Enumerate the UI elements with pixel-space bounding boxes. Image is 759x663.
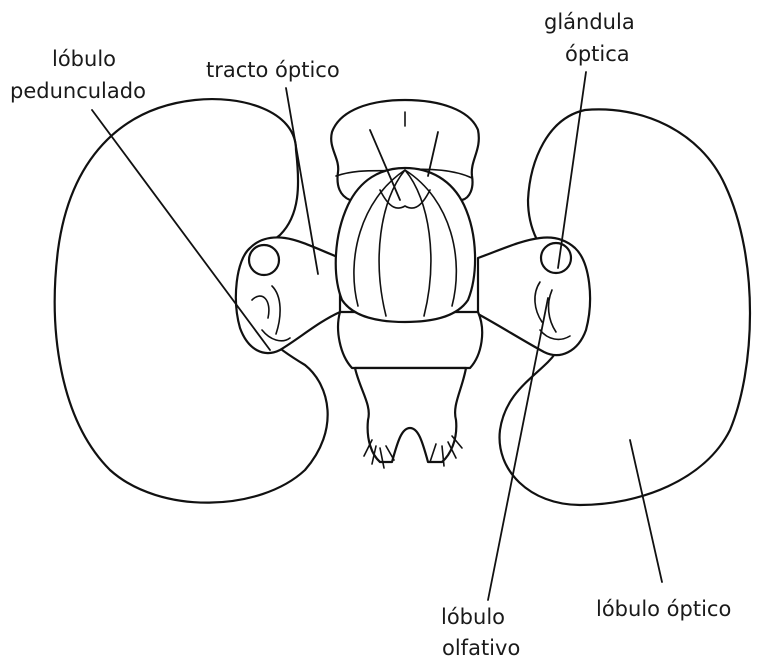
label-optic-gland-line1: glándula xyxy=(544,10,635,34)
label-pedunculate-line1: lóbulo xyxy=(52,47,116,71)
label-optic-tract: tracto óptico xyxy=(206,58,340,82)
label-optic-gland-line2: óptica xyxy=(565,42,630,66)
left-optic-gland xyxy=(249,245,279,275)
right-optic-gland xyxy=(541,243,571,273)
leader-olfactory xyxy=(488,298,548,600)
leader-pedunculate xyxy=(92,110,270,350)
right-peduncle xyxy=(478,237,590,355)
label-pedunculate-line2: pedunculado xyxy=(10,79,146,103)
label-olfactory-line1: lóbulo xyxy=(441,605,505,629)
esophagus-stump xyxy=(355,368,466,462)
label-optic-lobe: lóbulo óptico xyxy=(596,597,731,621)
label-olfactory-line2: olfativo xyxy=(442,636,520,660)
leader-optic-lobe xyxy=(630,440,662,582)
leader-optic-gland xyxy=(558,72,586,268)
